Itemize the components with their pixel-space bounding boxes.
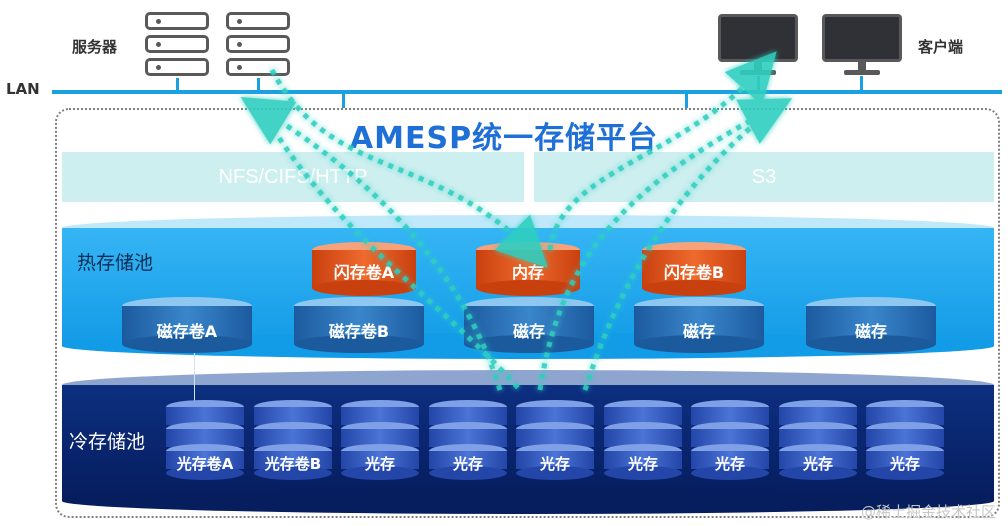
flow-arrow	[259, 108, 522, 392]
platform-frame	[55, 108, 1000, 518]
server-icon	[145, 12, 209, 78]
optical-volume: 光存卷A	[166, 400, 244, 480]
optical-volume-label: 光存	[889, 455, 920, 473]
optical-volume: 光存	[779, 400, 857, 480]
magnetic-volume: 磁存	[634, 297, 764, 353]
lan-drop	[176, 78, 179, 92]
magnetic-volume-b: 磁存卷B	[294, 297, 424, 353]
magnetic-volume: 磁存	[464, 297, 594, 353]
optical-volume: 光存	[691, 400, 769, 480]
lan-label: LAN	[6, 80, 40, 98]
optical-volume: 光存	[341, 400, 419, 480]
servers-label: 服务器	[72, 38, 118, 56]
monitor-icon	[822, 14, 902, 78]
flow-arrow	[537, 98, 793, 391]
cold-pool-label: 冷存储池	[69, 431, 146, 453]
optical-volume: 光存	[866, 400, 944, 480]
optical-volume: 光存	[516, 400, 594, 480]
optical-volume-label: 光存	[714, 455, 745, 473]
flow-arrow	[269, 68, 548, 268]
optical-volume: 光存	[429, 400, 507, 480]
optical-volume-label: 光存	[364, 455, 395, 473]
volume-connector	[194, 352, 195, 402]
lan-drop	[860, 76, 863, 92]
watermark: @稀土掘金技术社区	[860, 503, 996, 521]
platform-title: AMESP统一存储平台	[349, 121, 659, 156]
lan-drop	[257, 78, 260, 92]
flow-arrow	[547, 51, 777, 251]
optical-volume: 光存卷B	[254, 400, 332, 480]
lan-drop	[342, 92, 345, 108]
flash-volume-a: 闪存卷A	[312, 242, 416, 296]
optical-volume-label: 光存	[627, 455, 658, 473]
flash-volume-b: 闪存卷B	[642, 242, 746, 296]
optical-volume-label: 光存	[539, 455, 570, 473]
optical-volume: 光存	[604, 400, 682, 480]
magnetic-volume: 磁存	[806, 297, 936, 353]
flow-arrow	[582, 106, 777, 391]
flow-arrow	[240, 96, 503, 391]
optical-volume-label: 光存	[802, 455, 833, 473]
clients-label: 客户端	[918, 38, 964, 56]
hot-pool-label: 热存储池	[77, 252, 154, 274]
optical-volume-label: 光存	[452, 455, 483, 473]
optical-volume-label: 光存卷A	[176, 455, 234, 473]
optical-volume-label: 光存卷B	[264, 455, 322, 473]
lan-bus	[52, 90, 1002, 94]
lan-drop	[685, 92, 688, 108]
magnetic-volume-a: 磁存卷A	[122, 297, 252, 353]
